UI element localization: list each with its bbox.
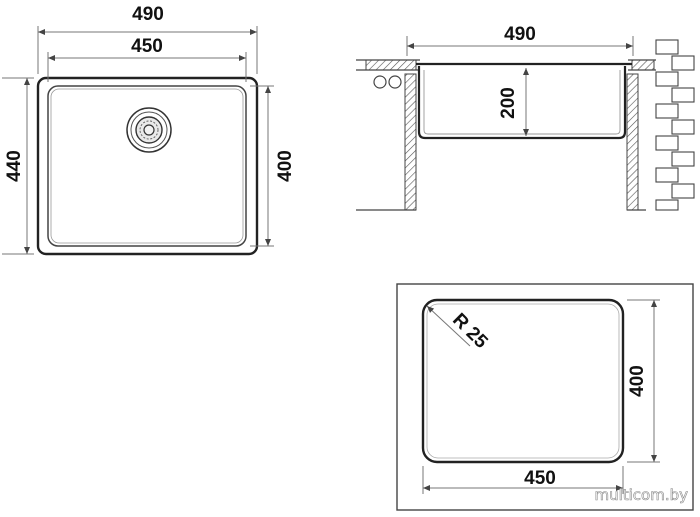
cutout-frame (396, 283, 694, 511)
top-view: 490 450 440 400 (2, 4, 296, 256)
dim-inner-width: 450 (131, 36, 163, 57)
dim-bowl-width: 450 (524, 468, 556, 489)
bowl-view: R 25 400 450 multicom.by (396, 283, 694, 511)
countertop-left (365, 59, 417, 71)
brick-wall (655, 39, 695, 211)
dim-section-width: 490 (504, 24, 536, 45)
sink-bowl-outline (47, 85, 247, 247)
sink-bowl-section (416, 62, 632, 140)
dim-bowl-height: 400 (627, 365, 648, 397)
section-view: 490 200 (356, 24, 695, 211)
cabinet-wall-right (626, 73, 639, 211)
drain-icon (126, 107, 172, 153)
pipe-fitting-icon (373, 75, 387, 89)
pipe-fitting-icon (388, 75, 402, 89)
dim-outer-height: 440 (4, 150, 25, 182)
countertop-right (631, 59, 655, 71)
dim-section-depth: 200 (498, 87, 519, 119)
cabinet-wall-left (404, 73, 417, 211)
dim-outer-width: 490 (132, 4, 164, 25)
dim-inner-height: 400 (275, 150, 296, 182)
bowl-outline (421, 298, 625, 464)
sink-outer-rim (36, 76, 259, 256)
watermark: multicom.by (594, 486, 688, 504)
